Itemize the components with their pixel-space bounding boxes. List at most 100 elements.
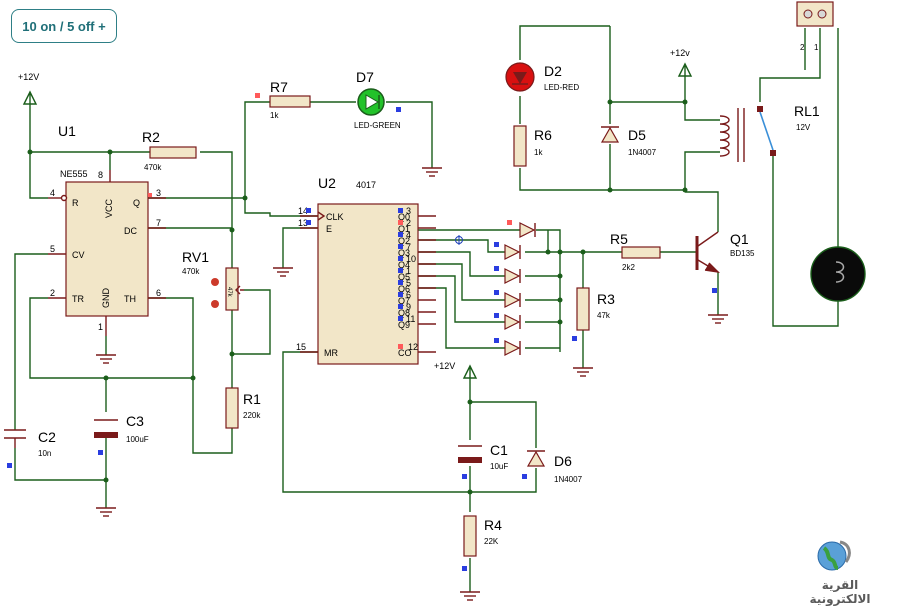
rv1-button-down[interactable] (211, 300, 219, 308)
r6-ref: R6 (534, 127, 552, 143)
schematic-title: 10 on / 5 off + (22, 18, 106, 34)
vcc-label-u1: +12V (18, 72, 39, 82)
power-symbols (22, 62, 693, 379)
u2-pinnum-15: 15 (296, 342, 306, 352)
resistor-r3 (576, 287, 590, 331)
resistor-r1 (225, 387, 239, 429)
u2-pin-q5: Q5 (398, 272, 410, 282)
vcc-label-relay: +12v (670, 48, 690, 58)
u2-pin-clk: CLK (326, 212, 344, 222)
r5-value: 2k2 (622, 263, 635, 272)
diode-matrix (455, 222, 536, 356)
capacitor-c1 (458, 445, 482, 463)
diode-d5 (600, 126, 620, 143)
r4-ref: R4 (484, 517, 502, 533)
capacitor-c3 (94, 419, 118, 438)
r2-ref: R2 (142, 129, 160, 145)
rv1-value: 470k (182, 267, 200, 276)
u2-outnum-9: 9 (406, 302, 411, 312)
led-d7 (357, 88, 385, 116)
d2-ref: D2 (544, 63, 562, 79)
r1-ref: R1 (243, 391, 261, 407)
r2-value: 470k (144, 163, 162, 172)
u2-pin-q7: Q7 (398, 296, 410, 306)
u2-outnum-7: 7 (406, 242, 411, 252)
r6-value: 1k (534, 148, 543, 157)
resistor-r6 (513, 125, 527, 167)
u2-pin-q9: Q9 (398, 320, 410, 330)
u2-outnum-1: 1 (406, 266, 411, 276)
u2-pin-e: E (326, 224, 332, 234)
diode-d6 (526, 450, 546, 467)
svg-text:47k: 47k (226, 287, 232, 298)
u1-pinnum-2: 2 (50, 288, 55, 298)
u2-pin-q6: Q6 (398, 284, 410, 294)
connector-pin-2: 2 (800, 43, 805, 52)
q1-ref: Q1 (730, 231, 749, 247)
capacitor-c2 (4, 429, 26, 448)
r7-ref: R7 (270, 79, 288, 95)
u1-pin-r: R (72, 198, 79, 208)
u1-pin-gnd: GND (101, 288, 111, 309)
d7-ref: D7 (356, 69, 374, 85)
d2-value: LED-RED (544, 83, 579, 92)
u1-pinnum-4: 4 (50, 188, 55, 198)
wires (14, 25, 839, 592)
logo-text: القرية الالكترونية (809, 578, 871, 606)
u2-pin-q2: Q2 (398, 236, 410, 246)
u1-pinnum-1: 1 (98, 322, 103, 332)
c1-ref: C1 (490, 442, 508, 458)
u1-pin-q: Q (133, 198, 140, 208)
d6-ref: D6 (554, 453, 572, 469)
r5-ref: R5 (610, 231, 628, 247)
lamp (810, 246, 866, 302)
r7-value: 1k (270, 111, 279, 120)
probe-markers (7, 93, 717, 571)
u2-outnum-5: 5 (406, 278, 411, 288)
u2-pin-q0: Q0 (398, 212, 410, 222)
globe-logo-icon (817, 540, 851, 571)
u1-pinnum-3: 3 (156, 188, 161, 198)
connector-pin-1: 1 (814, 43, 819, 52)
u2-pinnum-14: 14 (298, 206, 308, 216)
u2-pin-q8: Q8 (398, 308, 410, 318)
transistor-q1 (695, 231, 721, 274)
relay-rl1 (719, 106, 776, 162)
u2-outnum-6: 6 (406, 290, 411, 300)
u2-outnum-11: 11 (406, 314, 415, 324)
d5-ref: D5 (628, 127, 646, 143)
u1-pin-cv: CV (72, 250, 85, 260)
rv1-button-up[interactable] (211, 278, 219, 286)
d6-value: 1N4007 (554, 475, 583, 484)
rl1-ref: RL1 (794, 103, 820, 119)
u2-pin-q1: Q1 (398, 224, 410, 234)
u1-pin-vcc: VCC (104, 198, 114, 218)
potentiometer-rv1: 47k (225, 267, 244, 311)
u1-pin-th: TH (124, 294, 136, 304)
rv1-ref: RV1 (182, 249, 209, 265)
r4-value: 22K (484, 537, 499, 546)
u1-pinnum-7: 7 (156, 218, 161, 228)
logo: القرية الالكترونية (790, 538, 890, 606)
u2-pin-q3: Q3 (398, 248, 410, 258)
connector-j1 (796, 1, 834, 27)
u1-pinnum-6: 6 (156, 288, 161, 298)
u2-pin-mr: MR (324, 348, 338, 358)
u1-part: NE555 (60, 169, 88, 179)
ground-symbols (96, 167, 728, 601)
c3-value: 100uF (126, 435, 149, 444)
resistor-r2 (149, 146, 197, 159)
led-d2 (505, 62, 535, 92)
u2-outnum-10: 10 (406, 254, 416, 264)
u2-pinnum-13: 13 (298, 218, 308, 228)
junctions (27, 99, 688, 495)
resistor-r4 (463, 515, 477, 557)
ic-u1 (48, 170, 166, 336)
resistor-r5 (621, 246, 661, 259)
ic-u2 (300, 203, 436, 365)
c1-value: 10uF (490, 462, 508, 471)
c2-ref: C2 (38, 429, 56, 445)
u2-ref: U2 (318, 175, 336, 191)
vcc-label-c1: +12V (434, 361, 455, 371)
u1-pin-tr: TR (72, 294, 84, 304)
